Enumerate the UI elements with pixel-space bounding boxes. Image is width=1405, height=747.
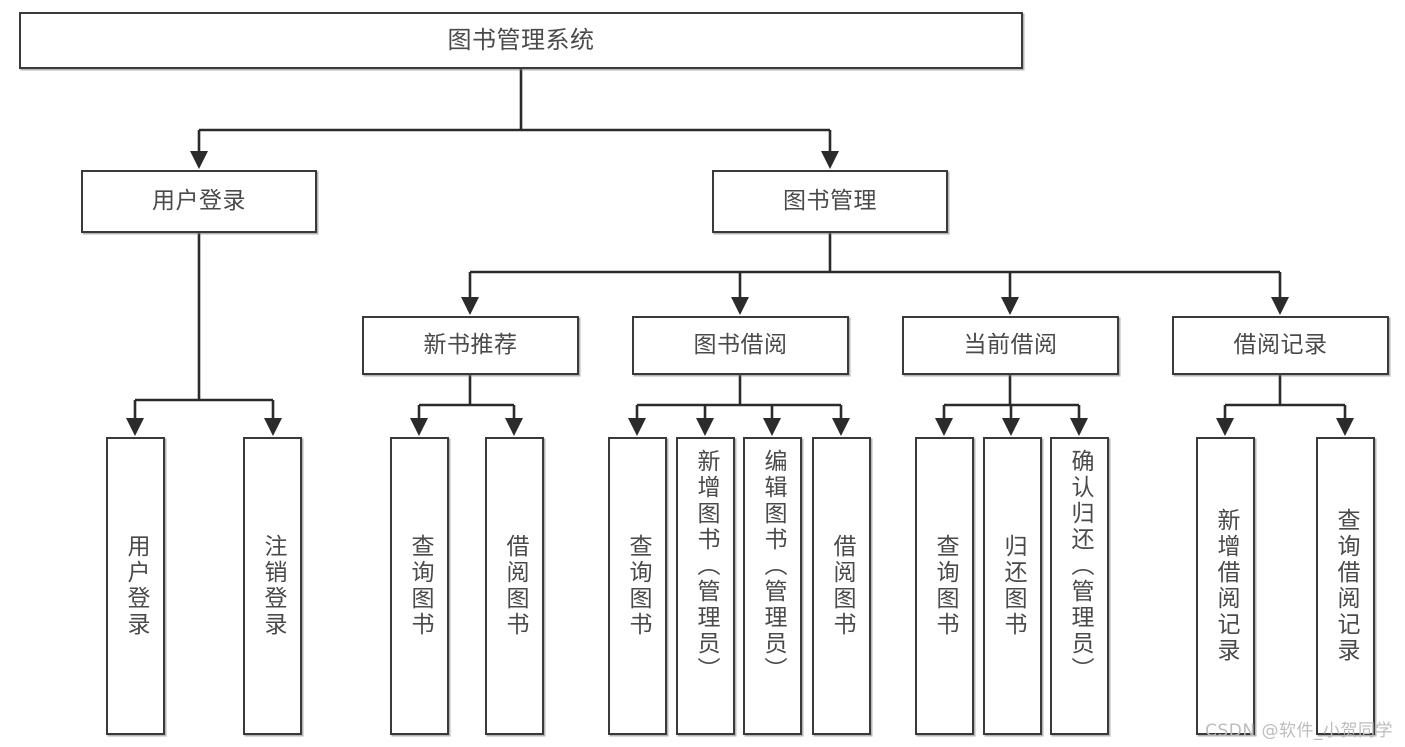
- node-leaf-query-borrow-record[interactable]: 查询借阅记录: [1316, 437, 1375, 735]
- node-leaf-logout-login[interactable]: 注销登录: [243, 437, 302, 735]
- node-label: 图书管理系统: [447, 25, 595, 54]
- node-label: 查询图书: [625, 534, 651, 638]
- node-label: 用户登录: [152, 188, 246, 215]
- node-label: 确认归还（管理员）: [1067, 449, 1093, 683]
- node-leaf-query-book-borrow[interactable]: 查询图书: [608, 437, 667, 735]
- node-book-management[interactable]: 图书管理: [712, 170, 948, 233]
- node-root-book-management-system[interactable]: 图书管理系统: [19, 12, 1023, 69]
- node-leaf-query-book-current[interactable]: 查询图书: [915, 437, 974, 735]
- node-leaf-query-book-recommend[interactable]: 查询图书: [390, 437, 449, 735]
- node-leaf-add-book-admin[interactable]: 新增图书（管理员）: [676, 437, 735, 735]
- node-label: 图书借阅: [693, 332, 788, 359]
- node-borrow-record[interactable]: 借阅记录: [1172, 316, 1389, 375]
- node-leaf-borrow-book[interactable]: 借阅图书: [812, 437, 871, 735]
- node-label: 新增图书（管理员）: [693, 449, 719, 683]
- watermark-text: CSDN @软件_小贺同学: [1205, 721, 1393, 741]
- node-leaf-user-login[interactable]: 用户登录: [106, 437, 165, 735]
- node-label: 新增借阅记录: [1213, 508, 1239, 664]
- node-label: 查询图书: [932, 534, 958, 638]
- node-leaf-borrow-book-recommend[interactable]: 借阅图书: [485, 437, 544, 735]
- node-label: 查询图书: [407, 534, 433, 638]
- node-label: 注销登录: [260, 534, 286, 638]
- node-label: 用户登录: [123, 534, 149, 638]
- node-leaf-add-borrow-record[interactable]: 新增借阅记录: [1196, 437, 1255, 735]
- node-label: 新书推荐: [423, 332, 518, 359]
- node-label: 当前借阅: [963, 332, 1058, 359]
- node-leaf-edit-book-admin[interactable]: 编辑图书（管理员）: [743, 437, 802, 735]
- node-book-borrow[interactable]: 图书借阅: [632, 316, 849, 375]
- node-label: 编辑图书（管理员）: [760, 449, 786, 683]
- node-leaf-confirm-return-admin[interactable]: 确认归还（管理员）: [1050, 437, 1109, 735]
- node-label: 借阅图书: [502, 534, 528, 638]
- node-leaf-return-book[interactable]: 归还图书: [983, 437, 1042, 735]
- node-label: 归还图书: [1000, 534, 1026, 638]
- node-current-borrow[interactable]: 当前借阅: [902, 316, 1119, 375]
- node-user-login[interactable]: 用户登录: [81, 170, 317, 233]
- node-label: 借阅记录: [1233, 332, 1328, 359]
- node-new-book-recommend[interactable]: 新书推荐: [362, 316, 579, 375]
- node-label: 借阅图书: [829, 534, 855, 638]
- node-label: 查询借阅记录: [1333, 508, 1359, 664]
- node-label: 图书管理: [783, 188, 877, 215]
